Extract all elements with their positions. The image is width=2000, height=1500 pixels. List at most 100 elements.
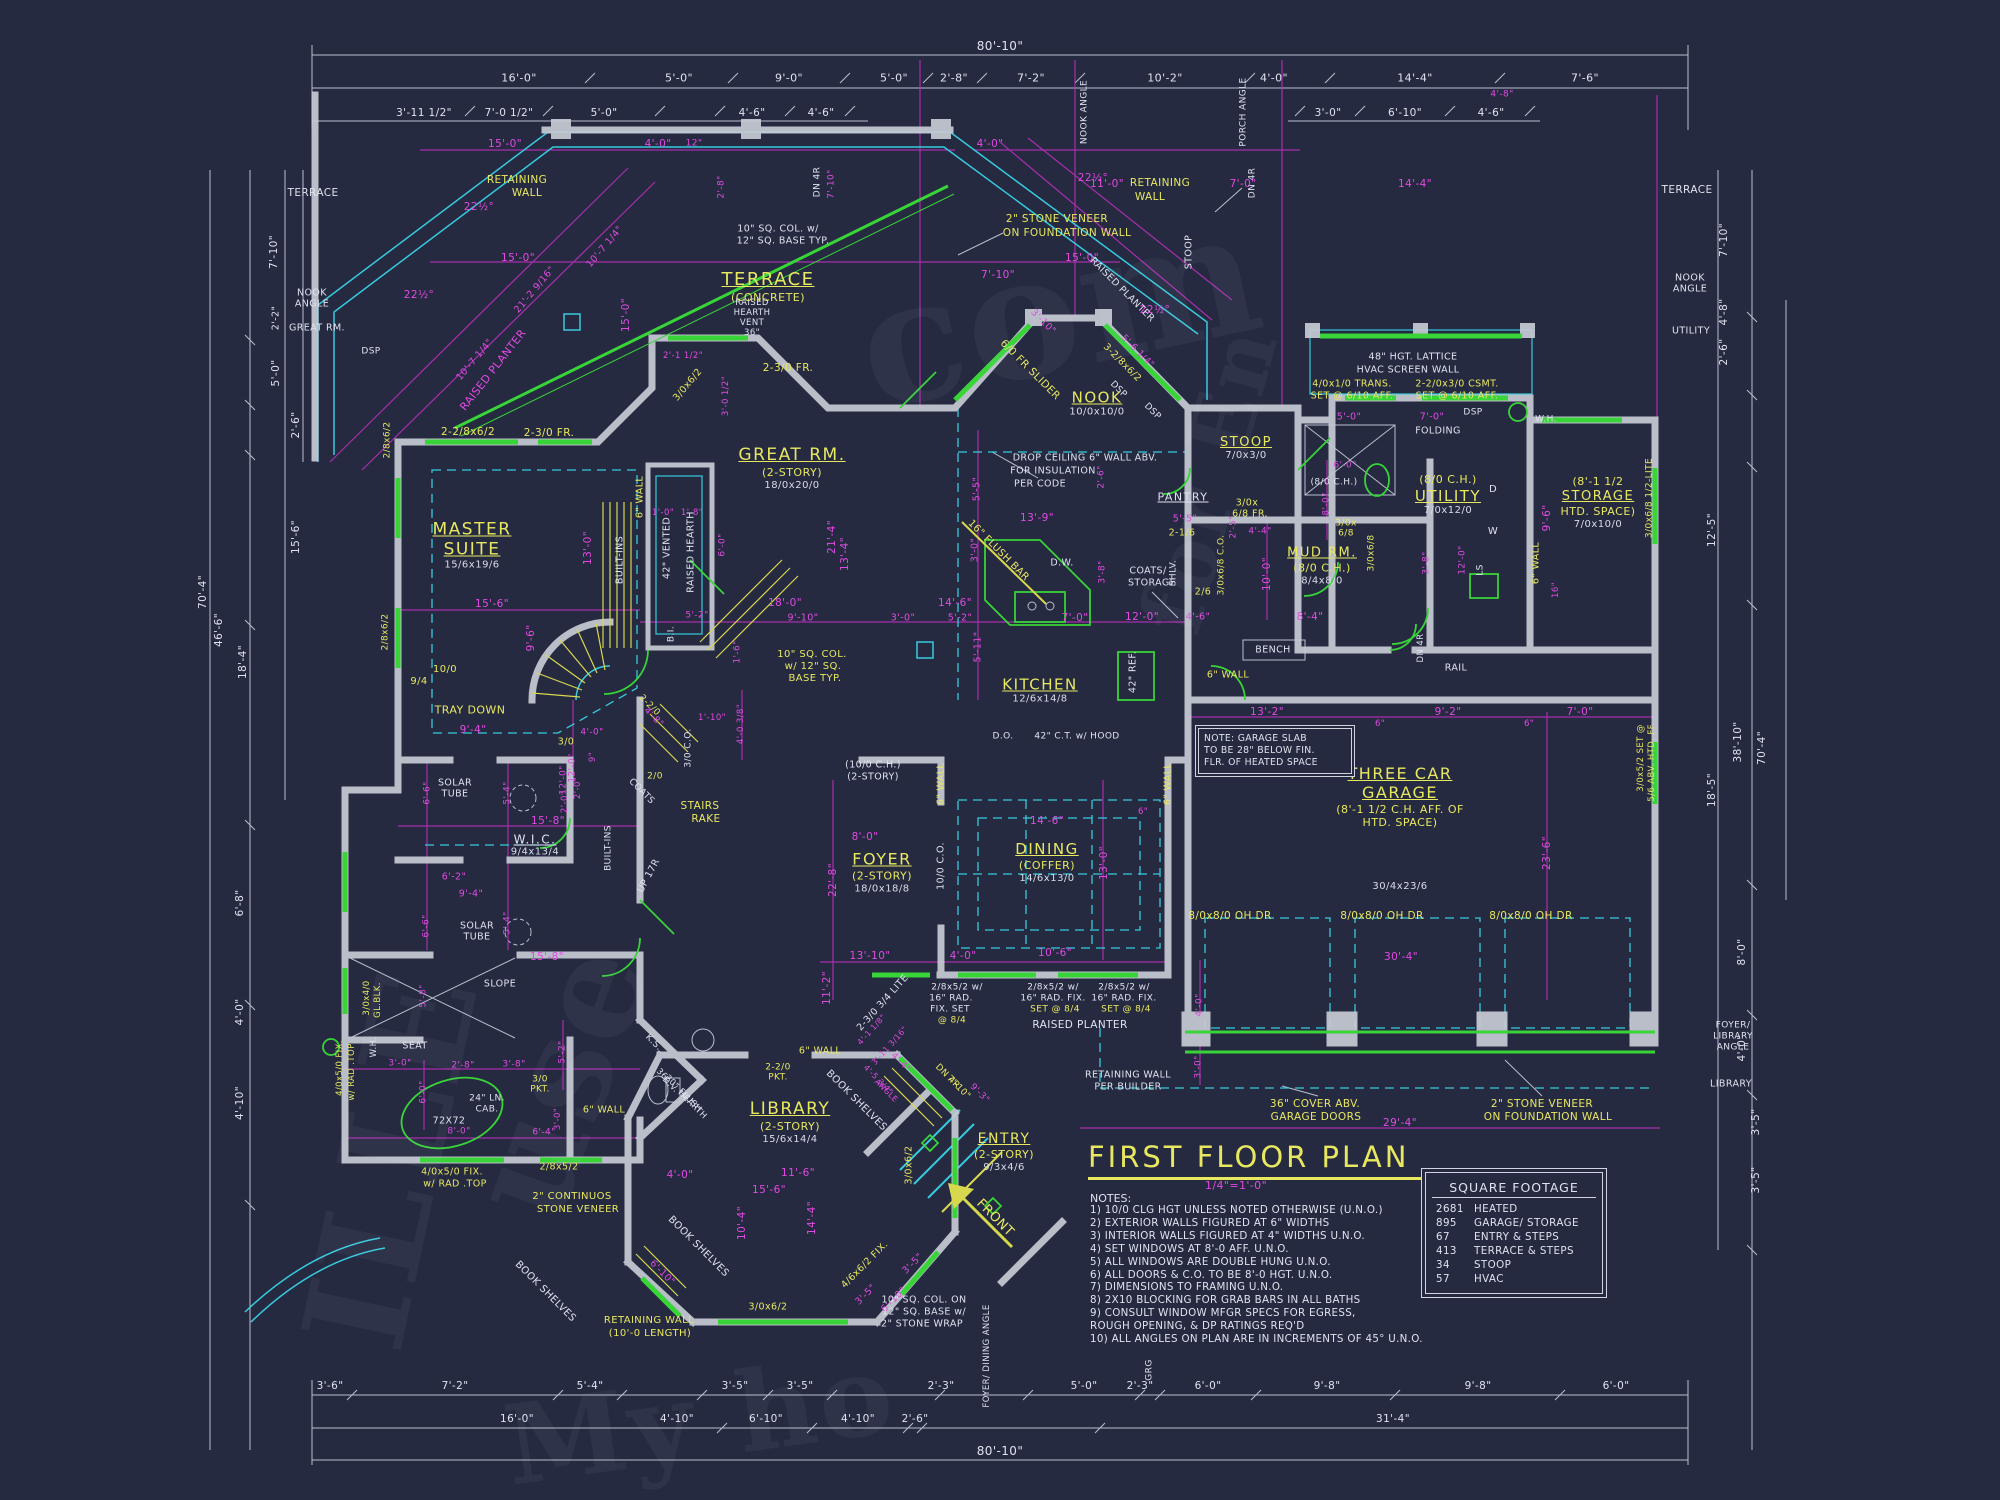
annotation-6-8: 6/8 xyxy=(1338,528,1354,539)
annotation-b-i: B.I. xyxy=(666,625,677,643)
annotation-7-10: 7'-10" xyxy=(826,169,837,199)
annotation-70-4: 70'-4" xyxy=(1755,731,1768,765)
door-swings xyxy=(539,467,1429,977)
room-size: 12/6x14/8 xyxy=(1012,693,1068,705)
annotation-6-0: 6'-0" xyxy=(1333,460,1357,471)
room-sub: (2-STORY) xyxy=(851,869,913,883)
annotation-7-6: 7'-6" xyxy=(1570,71,1600,85)
note-item: 5) ALL WINDOWS ARE DOUBLE HUNG U.N.O. xyxy=(1090,1255,1331,1268)
sf-label: HEATED xyxy=(1474,1203,1518,1215)
annotation-10-sq-col: 10" SQ. COL. xyxy=(777,649,847,660)
annotation-2-8: 2'-8" xyxy=(451,1060,475,1071)
annotation-raised-planter: RAISED PLANTER xyxy=(1032,1018,1128,1031)
annotation-4-10: 4'-10" xyxy=(660,1412,694,1425)
annotation-22: 22½° xyxy=(1139,303,1171,316)
room-name: DINING xyxy=(1015,840,1079,858)
annotation-9-6: 9'-6" xyxy=(1540,504,1553,532)
annotation-6-6: 6'-6" xyxy=(422,781,433,805)
annotation-1-6: 1'-6" xyxy=(732,640,743,664)
book-shelf-lines xyxy=(635,1067,943,1297)
annotation-3-0: 3'-0" xyxy=(388,1058,412,1069)
annotation-11-2: 11'-2" xyxy=(820,971,833,1005)
annotation-4-0: 4'-0" xyxy=(580,727,604,738)
room-label-master-suite: MASTER SUITE 15/6x19/6 xyxy=(412,520,532,571)
annotation-5-5: 5'-5" xyxy=(1172,513,1198,525)
fireplace xyxy=(645,462,715,651)
annotation-16-0: 16'-0" xyxy=(501,71,537,85)
annotation-2-3: 2'-3" xyxy=(1126,1379,1154,1392)
annotation-3-0x6-8: 3/0x6/8 xyxy=(1366,534,1377,572)
annotation-22: 22½° xyxy=(403,288,435,301)
annotation-5-0: 5'-0" xyxy=(664,71,694,85)
annotation-13-2: 13'-2" xyxy=(1250,705,1284,718)
annotation-6: 6" xyxy=(1374,718,1386,729)
toilet xyxy=(647,1075,669,1105)
walls xyxy=(311,91,1659,1327)
annotation-13-0: 13'-0" xyxy=(1097,846,1110,880)
annotation-6-wall: 6" WALL xyxy=(1530,541,1542,585)
annotation-6-10: 6'-10" xyxy=(1388,106,1422,119)
annotation-4-0: 4'-0" xyxy=(949,949,977,962)
note-item: 1) 10/0 CLG HGT UNLESS NOTED OTHERWISE (… xyxy=(1090,1204,1383,1216)
annotation-10-4: 10'-4" xyxy=(735,1206,748,1240)
flush-bar-line xyxy=(961,521,1047,605)
hvac-post xyxy=(1520,323,1535,338)
garage-post xyxy=(1326,1011,1358,1047)
annotation-3-8: 3'-8" xyxy=(1421,551,1432,575)
room-sub: (8/0 C.H.) xyxy=(1293,561,1351,575)
annotation-2-6: 2'-6" xyxy=(901,1412,929,1425)
room-size: 7/0x3/0 xyxy=(1225,450,1267,461)
annotation-7-10: 7'-10" xyxy=(1717,223,1730,257)
door-leaves xyxy=(639,371,1331,935)
room-sub: (8'-1 1/2 C.H. AFF. OF HTD. SPACE) xyxy=(1336,803,1464,829)
annotation-4-4: 4'-4" xyxy=(1248,526,1272,537)
room-name: LIBRARY xyxy=(749,1099,831,1119)
annotation-6-wall: 6" WALL xyxy=(582,1104,626,1116)
room-size: 18/0x20/0 xyxy=(764,480,820,491)
stair-inner-rail xyxy=(575,665,611,701)
room-label-great-rm: GREAT RM. (2-STORY) 18/0x20/0 xyxy=(738,445,845,491)
garage-note-line: FLR. OF HEATED SPACE xyxy=(1204,757,1318,768)
room-name: NOOK xyxy=(1071,388,1123,407)
tray-ceiling xyxy=(431,469,638,734)
annotation-38-10: 38'-10" xyxy=(1731,721,1744,763)
foundation-veneer-line2 xyxy=(460,193,955,437)
annotation-w-rad-top: w/ RAD .TOP xyxy=(423,1178,487,1190)
annotation-per-code: PER CODE xyxy=(1014,478,1066,490)
annotation-4-0: 4'-0" xyxy=(1194,993,1205,1017)
annotation-2-continuos: 2" CONTINUOS xyxy=(532,1191,612,1202)
room-size: 15/6x19/6 xyxy=(444,559,500,571)
annotation-for-insulation: FOR INSULATION xyxy=(1010,465,1096,477)
magenta-dimension-lines xyxy=(329,60,1660,1139)
annotation-3-0: 3'-0" xyxy=(969,537,981,563)
stair-treads xyxy=(531,622,606,698)
annotation-14-6: 14'-6" xyxy=(938,596,972,609)
garage-slab-note: NOTE: GARAGE SLAB TO BE 28" BELOW FIN. F… xyxy=(1198,728,1352,774)
annotation-5-6-abv-htd-ff: 5/6 ABV. HTD. FF. xyxy=(1646,722,1657,802)
annotation-14-4: 14'-4" xyxy=(1397,71,1433,85)
terrace-post xyxy=(931,119,951,139)
garage-post xyxy=(1476,1011,1508,1047)
annotation-22: 22½° xyxy=(463,200,495,213)
room-sub2: HTD. SPACE) xyxy=(1560,505,1636,518)
annotation-2-8x6-2: 2/8x6/2 xyxy=(382,421,393,459)
water-heater xyxy=(1508,402,1528,422)
annotation-12: 12" xyxy=(685,138,703,149)
room-size: 7/0x12/0 xyxy=(1423,505,1473,516)
annotation-15-0: 15'-0" xyxy=(501,251,535,264)
annotation-6-wall: 6" WALL xyxy=(935,762,947,806)
annotation-80-10: 80'-10" xyxy=(976,1444,1024,1458)
annotation-library: LIBRARY xyxy=(1713,1031,1753,1042)
room-label-foyer: FOYER (2-STORY) 18/0x18/8 xyxy=(852,850,912,895)
annotation-hvac-screen-wall: HVAC SCREEN WALL xyxy=(1356,364,1460,376)
annotation-13-0: 13'-0" xyxy=(581,531,594,565)
annotation-4-8: 4'-8" xyxy=(1490,89,1514,100)
sf-label: TERRACE & STEPS xyxy=(1474,1245,1574,1257)
room-name: KITCHEN xyxy=(1002,675,1078,694)
annotation-22: 22½° xyxy=(1077,171,1109,184)
nook-post xyxy=(1095,309,1112,326)
annotation-7-0: 7'-0" xyxy=(1419,411,1445,423)
annotation-2-1-1-2: 2'-1 1/2" xyxy=(662,350,704,361)
